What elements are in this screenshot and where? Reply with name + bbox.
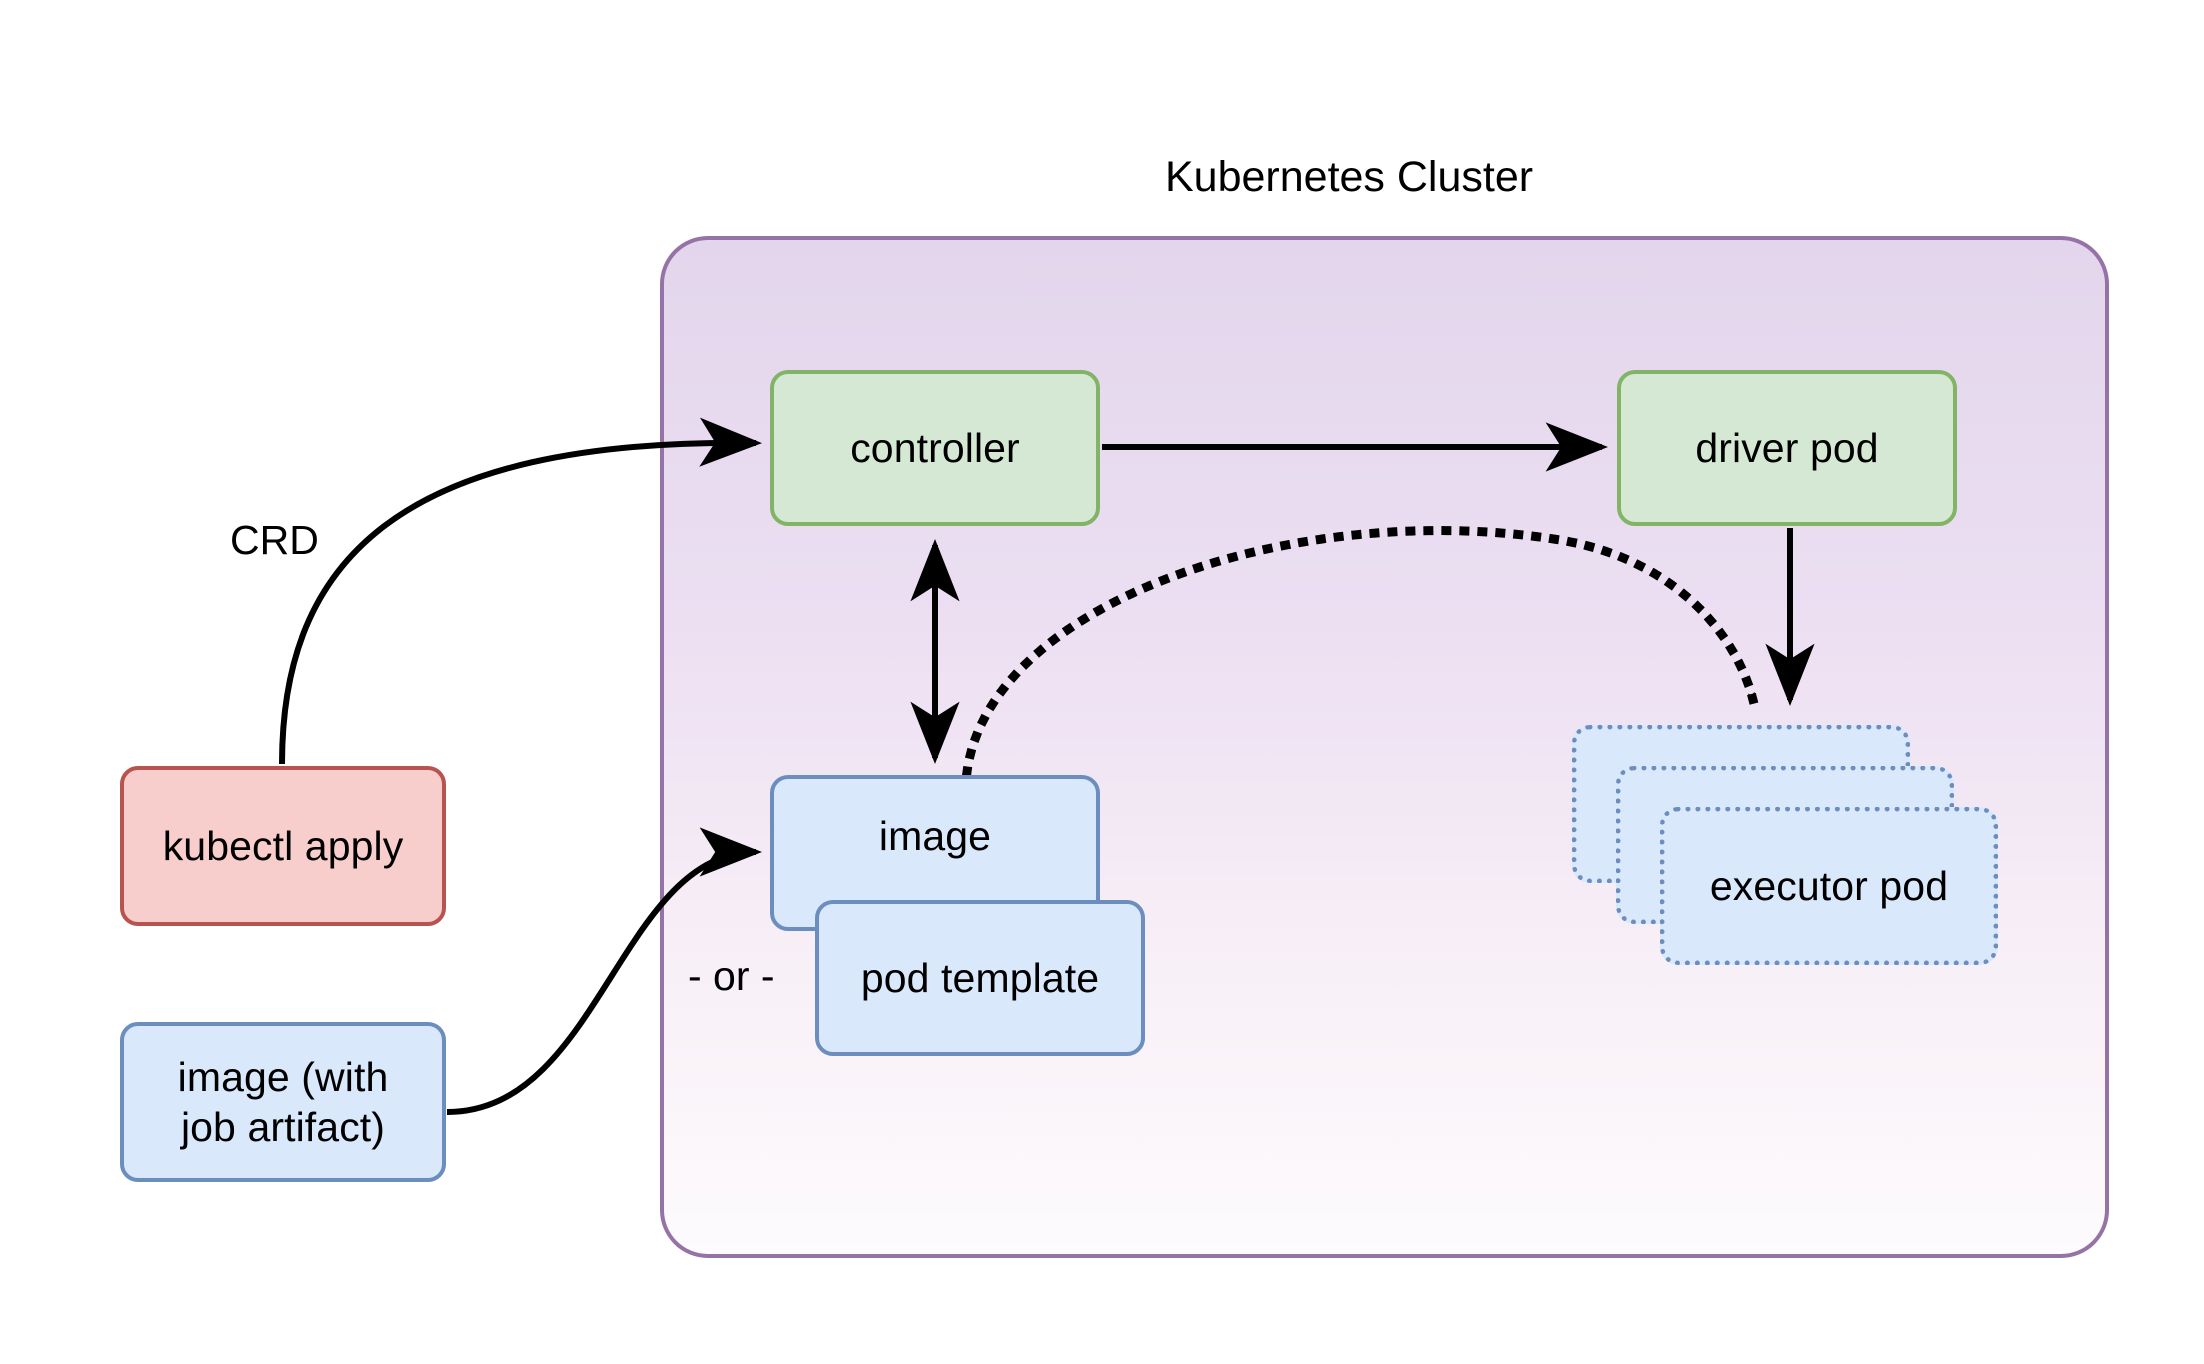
- node-controller[interactable]: controller: [770, 370, 1100, 526]
- node-driver-pod[interactable]: driver pod: [1617, 370, 1957, 526]
- node-kubectl-apply[interactable]: kubectl apply: [120, 766, 446, 926]
- node-pod-template[interactable]: pod template: [815, 900, 1145, 1056]
- cluster-title: Kubernetes Cluster: [1165, 153, 1534, 201]
- edge-label-crd: CRD: [230, 517, 319, 563]
- node-executor-pod-front[interactable]: executor pod: [1660, 807, 1998, 965]
- node-image-with-job-artifact[interactable]: image (with job artifact): [120, 1022, 446, 1182]
- edge-label-or: - or -: [688, 953, 775, 999]
